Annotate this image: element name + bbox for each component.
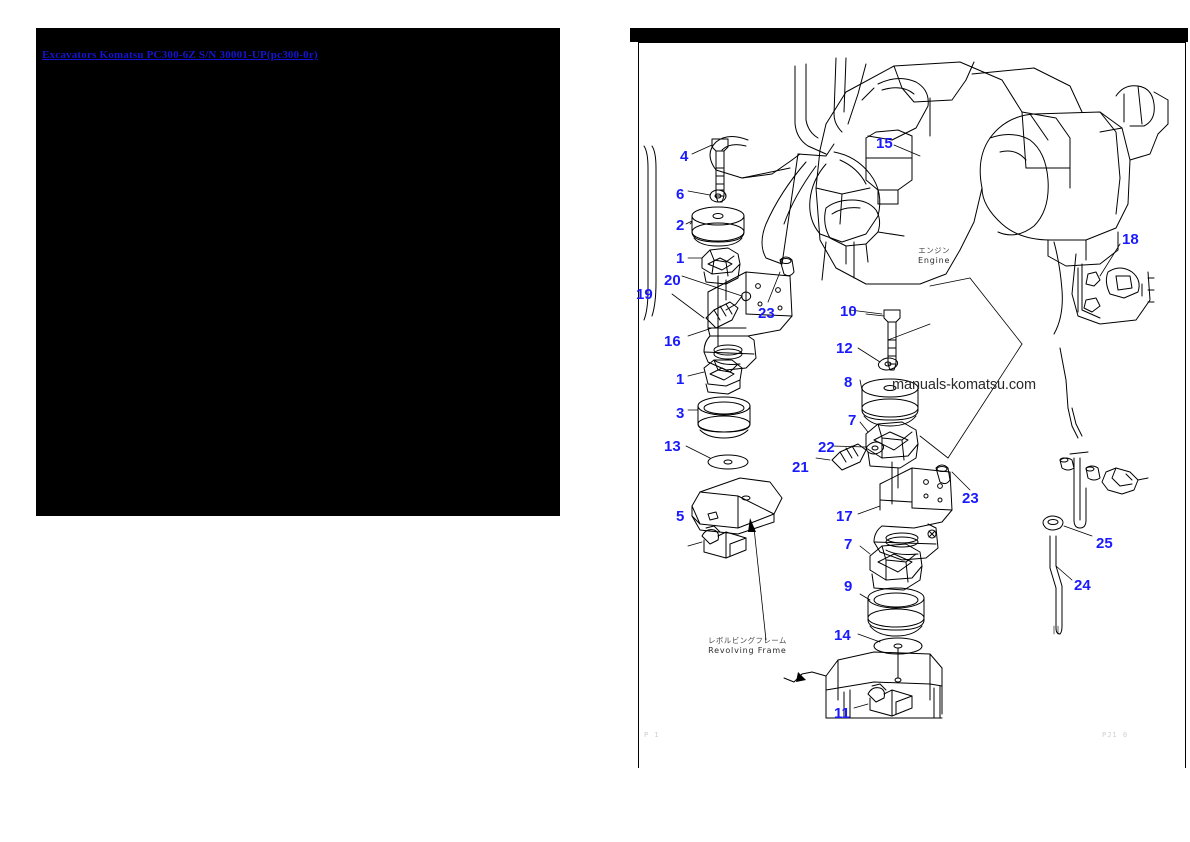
preview-black-panel: Excavators Komatsu PC300-6Z S/N 30001-UP… [36,28,560,516]
parts-diagram-page: 4 6 2 1 20 19 16 1 3 13 5 23 21 22 17 23… [630,28,1190,770]
engine-caption-jp: エンジン [918,246,950,255]
callout-8: 8 [844,374,853,391]
callout-4: 4 [680,148,689,165]
diagram-frame-top-rule [638,42,1186,43]
callout-11: 11 [834,705,850,722]
revolving-frame-caption-en: Revolving Frame [708,646,787,655]
engine-caption: エンジン Engine [918,246,950,266]
callout-7-upper: 7 [848,412,857,429]
callout-19: 19 [636,286,653,303]
callout-23-upper: 23 [758,305,775,322]
callout-6: 6 [676,186,685,203]
callout-21: 21 [792,459,809,476]
callout-22: 22 [818,439,835,456]
callout-24: 24 [1074,577,1091,594]
revolving-frame-caption-jp: レボルビングフレーム [708,636,787,645]
diagram-top-bar [630,28,1188,42]
callout-25: 25 [1096,535,1113,552]
callout-1-upper: 1 [676,250,685,267]
callout-17: 17 [836,508,853,525]
engine-caption-en: Engine [918,256,951,265]
revolving-frame-caption: レボルビングフレーム Revolving Frame [708,636,787,656]
document-title-link[interactable]: Excavators Komatsu PC300-6Z S/N 30001-UP… [42,49,318,61]
callout-9: 9 [844,578,853,595]
callout-12: 12 [836,340,853,357]
callout-10: 10 [840,303,857,320]
page-mark-right: PJ1 0 [1102,731,1129,739]
callout-23-lower: 23 [962,490,979,507]
callout-15: 15 [876,135,893,152]
callout-13: 13 [664,438,681,455]
page-mark-left: P 1 [644,731,660,739]
callout-16: 16 [664,333,681,350]
callout-7-lower: 7 [844,536,853,553]
callout-20: 20 [664,272,681,289]
callout-2: 2 [676,217,685,234]
callout-1-lower: 1 [676,371,685,388]
diagram-frame-border [638,42,1186,768]
callout-14: 14 [834,627,851,644]
callout-5: 5 [676,508,685,525]
site-watermark: manuals-komatsu.com [892,377,1036,393]
callout-3: 3 [676,405,685,422]
exploded-parts-illustration [643,57,1169,719]
callout-18: 18 [1122,231,1139,248]
